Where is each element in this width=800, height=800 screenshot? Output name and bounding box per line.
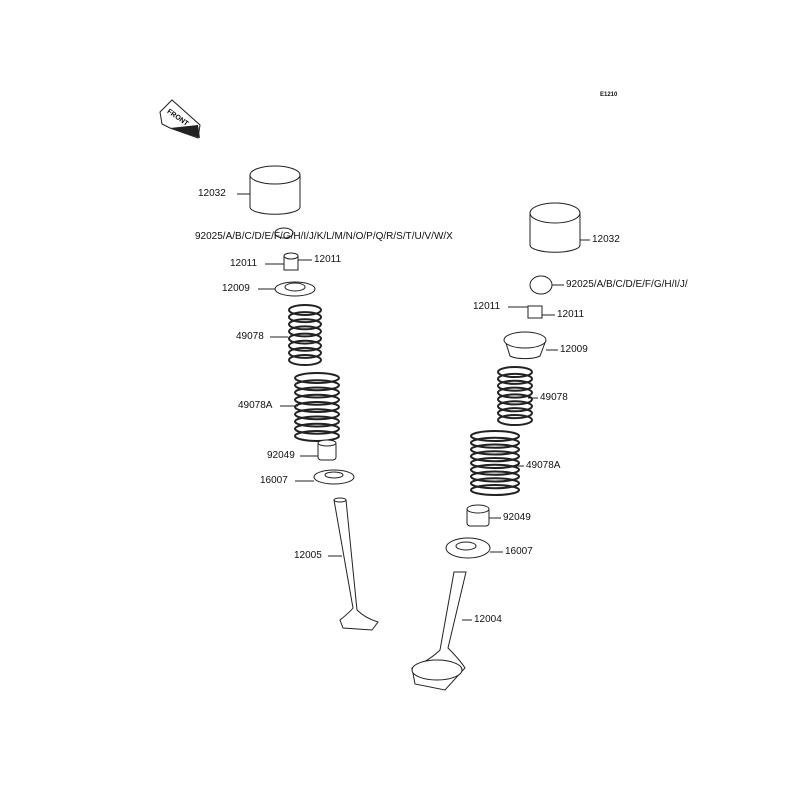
spring-coil — [294, 386, 340, 399]
spring-coil — [288, 311, 322, 324]
label-right-retainer: 12009 — [560, 344, 588, 355]
right-inner-spring — [497, 366, 533, 426]
spring-coil — [470, 430, 520, 442]
spring-coil — [470, 457, 520, 469]
spring-coil — [497, 400, 533, 413]
left-retainer — [274, 281, 316, 297]
spring-coil — [470, 477, 520, 490]
spring-coil — [288, 325, 322, 338]
label-right-cotter-left: 12011 — [473, 301, 501, 312]
spring-coil — [294, 401, 340, 413]
spring-coil — [294, 408, 340, 421]
right-lifter — [529, 202, 581, 253]
label-left-seat: 16007 — [260, 475, 288, 486]
spring-coil — [470, 484, 520, 496]
left-cotter — [283, 252, 299, 271]
spring-coil — [470, 450, 520, 463]
spring-coil — [294, 415, 340, 428]
label-left-valve: 12005 — [294, 550, 322, 561]
spring-coil — [294, 372, 340, 384]
front-arrow-icon: FRONT — [159, 99, 201, 139]
label-left-retainer: 12009 — [222, 283, 250, 294]
spring-coil — [288, 354, 322, 366]
right-cotter — [527, 305, 543, 319]
spring-coil — [497, 379, 533, 392]
right-seat — [445, 537, 491, 559]
spring-coil — [288, 318, 322, 331]
spring-coil — [470, 436, 520, 449]
spring-coil — [470, 470, 520, 483]
right-valve — [411, 571, 467, 691]
spring-coil — [288, 346, 322, 359]
label-right-cotter-right: 12011 — [557, 309, 585, 320]
left-seal — [317, 439, 337, 461]
label-left-cotter-right: 12011 — [314, 254, 342, 265]
diagram-code: E1210 — [600, 92, 618, 98]
spring-coil — [497, 407, 533, 420]
right-seal — [466, 504, 490, 527]
left-seat — [313, 469, 355, 485]
label-right-shim: 92025/A/B/C/D/E/F/G/H/I/J/ — [566, 279, 688, 290]
spring-coil — [288, 304, 322, 316]
label-right-seat: 16007 — [505, 546, 533, 557]
leader-lines — [237, 193, 590, 621]
spring-coil — [294, 430, 340, 442]
spring-coil — [497, 386, 533, 399]
spring-coil — [288, 339, 322, 352]
label-right-lifter: 12032 — [592, 234, 620, 245]
label-right-valve: 12004 — [474, 614, 502, 625]
label-left-inner-spring: 49078 — [236, 331, 264, 342]
left-valve — [333, 497, 379, 631]
right-shim — [529, 275, 553, 295]
right-retainer — [503, 331, 547, 360]
spring-coil — [497, 372, 533, 385]
label-right-outer-spring: 49078A — [526, 460, 561, 471]
label-left-shim: 92025/A/B/C/D/E/F/G/H/I/J/K/L/M/N/O/P/Q/… — [195, 231, 453, 242]
spring-coil — [294, 379, 340, 392]
right-outer-spring — [470, 430, 520, 496]
spring-coil — [288, 332, 322, 345]
spring-coil — [294, 393, 340, 406]
spring-coil — [497, 366, 533, 378]
left-inner-spring — [288, 304, 322, 366]
spring-coil — [497, 414, 533, 426]
spring-coil — [294, 422, 340, 435]
left-lifter — [249, 165, 301, 215]
label-left-outer-spring: 49078A — [238, 400, 273, 411]
label-left-lifter: 12032 — [198, 188, 226, 199]
label-left-cotter-left: 12011 — [230, 258, 258, 269]
spring-coil — [470, 443, 520, 456]
spring-coil — [470, 463, 520, 476]
left-shim — [274, 227, 294, 239]
spring-coil — [497, 393, 533, 406]
label-right-seal: 92049 — [503, 512, 531, 523]
label-left-seal: 92049 — [267, 450, 295, 461]
label-right-inner-spring: 49078 — [540, 392, 568, 403]
left-outer-spring — [294, 372, 340, 442]
